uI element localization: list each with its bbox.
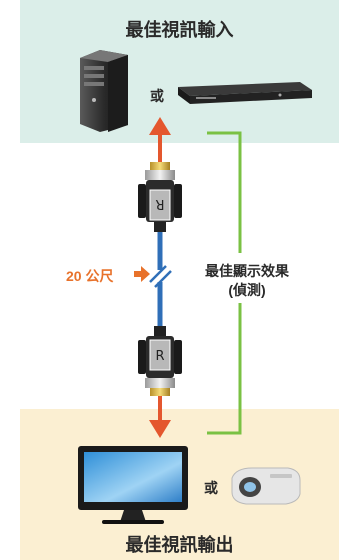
distance-arrow-icon — [134, 266, 150, 282]
pc-tower-icon — [80, 50, 128, 132]
svg-text:R: R — [155, 349, 164, 364]
connector-bottom-icon: R — [138, 326, 182, 396]
tv-monitor-icon — [78, 446, 188, 524]
projector-icon — [231, 467, 301, 505]
svg-text:R: R — [155, 196, 164, 211]
input-title: 最佳視訊輸入 — [125, 20, 234, 40]
feedback-label-line2: (偵測) — [228, 282, 266, 298]
dvd-player-icon — [178, 82, 312, 104]
feedback-label: 最佳顯示效果 (偵測) — [192, 262, 302, 300]
or-label-top: 或 — [150, 88, 164, 104]
feedback-label-line1: 最佳顯示效果 — [205, 263, 289, 279]
output-title: 最佳視訊輸出 — [125, 535, 234, 555]
distance-label: 20 公尺 — [66, 268, 114, 284]
cable-icon — [149, 232, 172, 326]
arrow-up-icon — [149, 117, 171, 168]
input-panel — [20, 0, 339, 143]
arrow-down-icon — [149, 396, 171, 438]
or-label-bottom: 或 — [204, 480, 218, 496]
connector-top-icon: R — [138, 162, 182, 232]
